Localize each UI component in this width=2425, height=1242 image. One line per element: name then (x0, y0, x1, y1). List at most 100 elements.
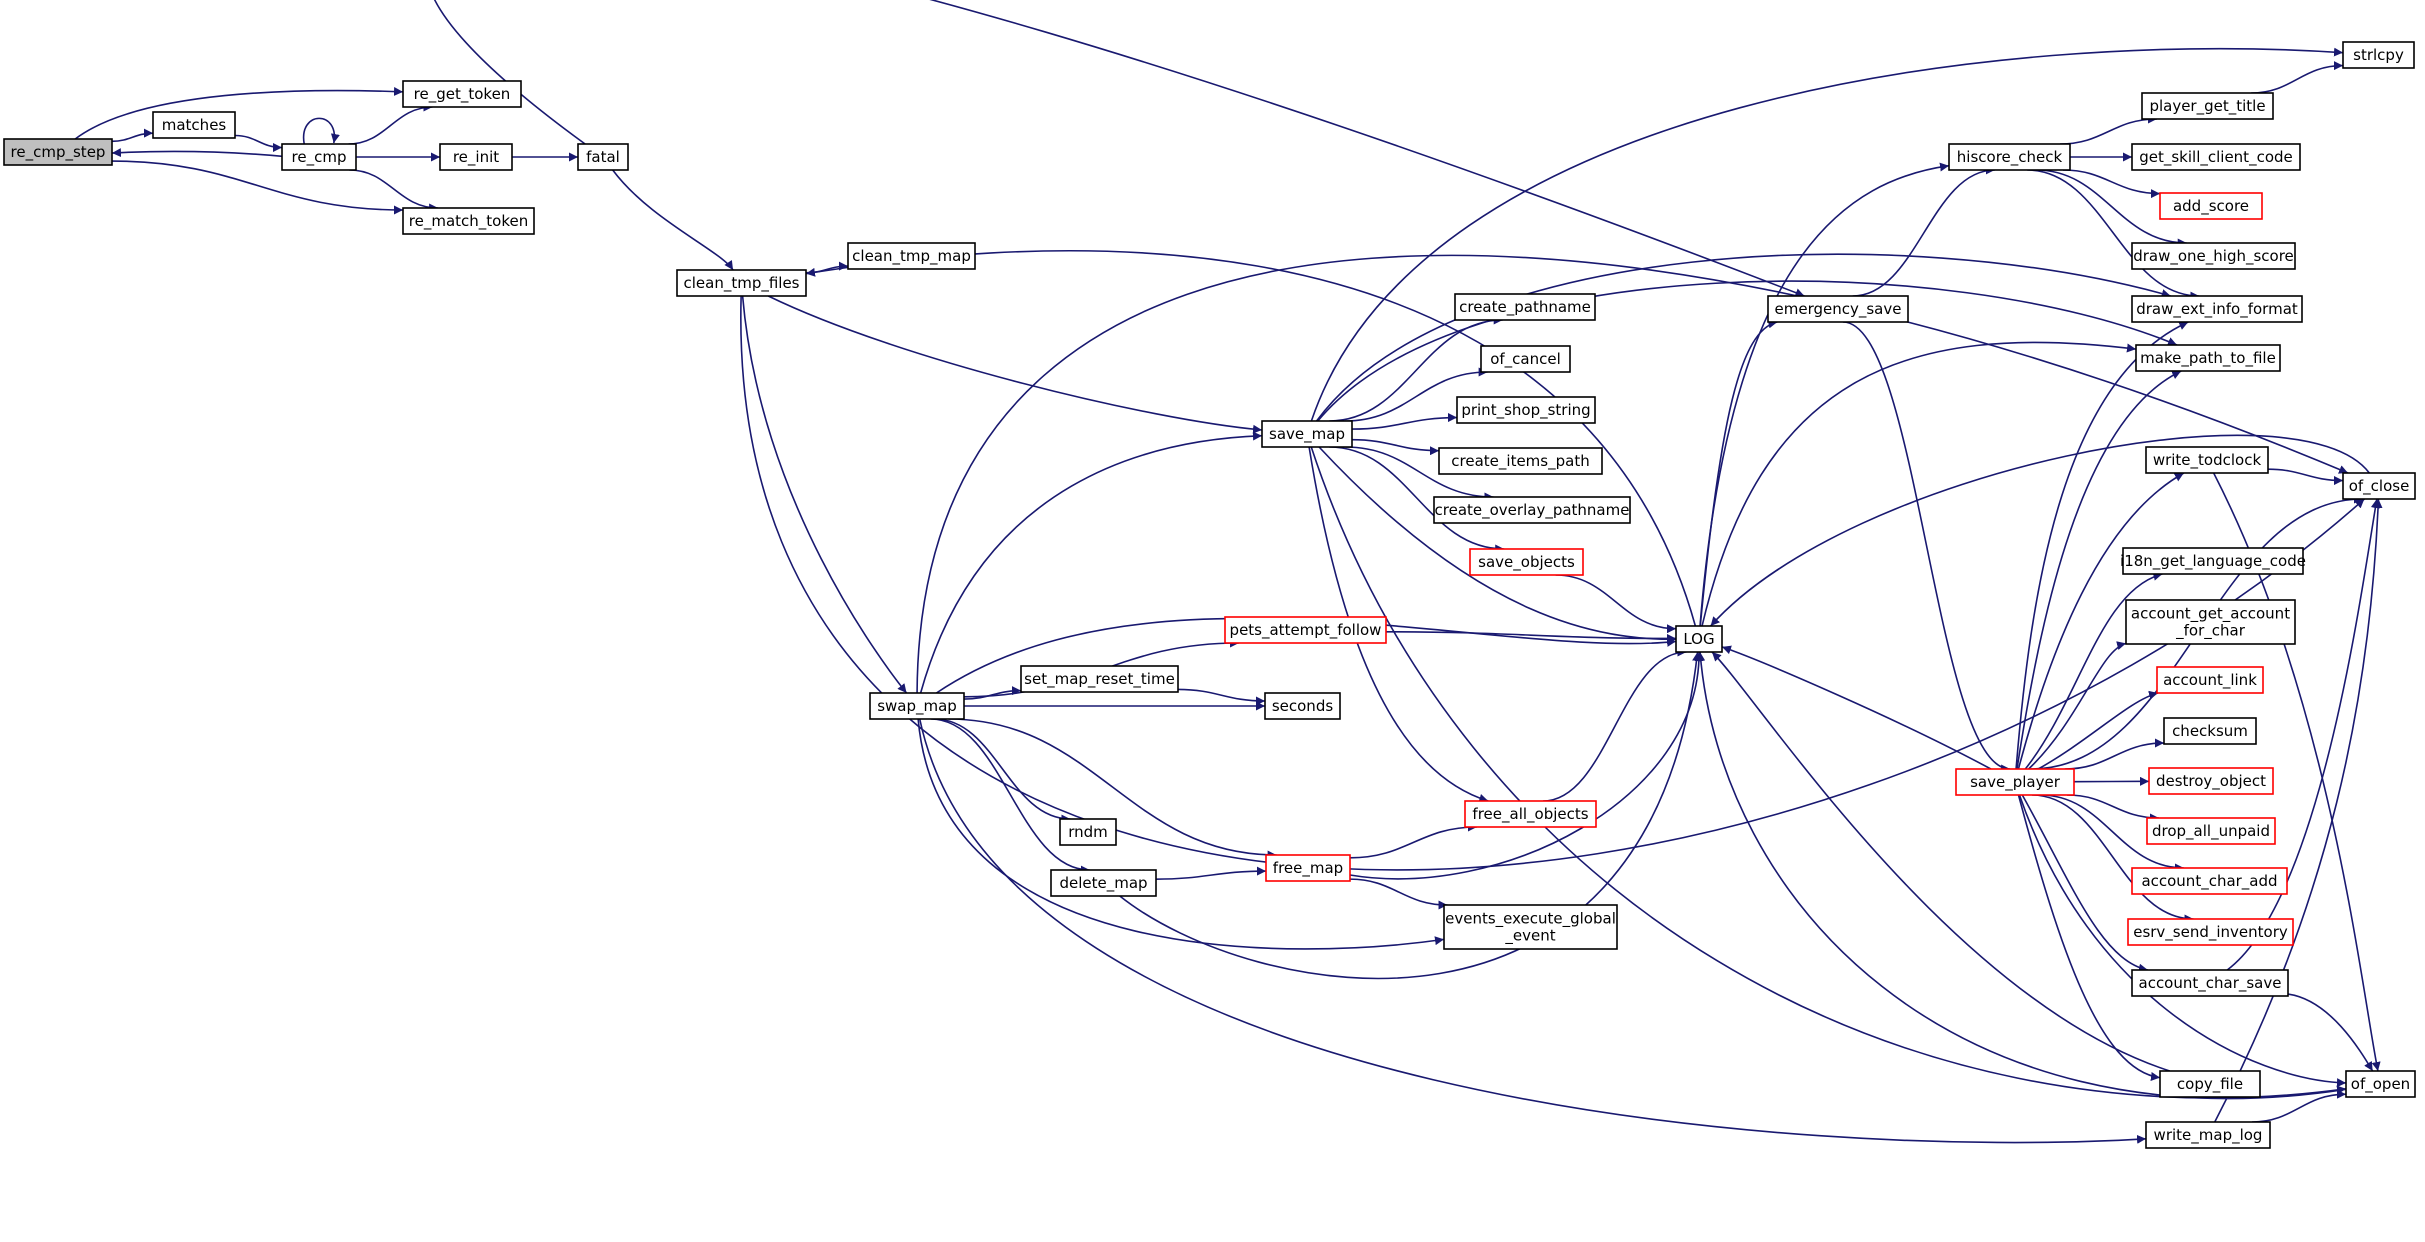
node-box-re_init[interactable] (439, 143, 513, 171)
node-box-re_match_token[interactable] (402, 207, 535, 235)
node-box-write_todclock[interactable] (2145, 446, 2269, 474)
node-box-account_char_save[interactable] (2131, 969, 2289, 997)
node-box-make_path_to_file[interactable] (2135, 344, 2281, 372)
node-print_shop_string[interactable]: print_shop_string (1456, 396, 1596, 424)
node-fatal[interactable]: fatal (577, 143, 629, 171)
node-box-create_items_path[interactable] (1438, 447, 1603, 475)
node-pets_attempt_follow[interactable]: pets_attempt_follow (1224, 616, 1387, 644)
node-box-re_get_token[interactable] (402, 80, 522, 108)
node-create_pathname[interactable]: create_pathname (1454, 293, 1596, 321)
node-box-hiscore_check[interactable] (1948, 143, 2071, 171)
node-delete_map[interactable]: delete_map (1050, 869, 1157, 897)
node-box-set_map_reset_time[interactable] (1020, 665, 1179, 693)
node-box-player_get_title[interactable] (2141, 92, 2274, 120)
node-box-account_char_add[interactable] (2131, 867, 2288, 895)
node-player_get_title[interactable]: player_get_title (2141, 92, 2274, 120)
node-box-print_shop_string[interactable] (1456, 396, 1596, 424)
node-box-save_map[interactable] (1261, 420, 1353, 448)
node-box-of_cancel[interactable] (1480, 345, 1571, 373)
node-drop_all_unpaid[interactable]: drop_all_unpaid (2146, 817, 2276, 845)
node-hiscore_check[interactable]: hiscore_check (1948, 143, 2071, 171)
node-box-of_open[interactable] (2345, 1070, 2416, 1098)
node-of_open[interactable]: of_open (2345, 1070, 2416, 1098)
node-checksum[interactable]: checksum (2163, 717, 2257, 745)
node-box-events_execute_global_event[interactable] (1443, 904, 1618, 950)
node-of_close[interactable]: of_close (2342, 472, 2416, 500)
node-get_skill_client_code[interactable]: get_skill_client_code (2131, 143, 2301, 171)
node-draw_ext_info_format[interactable]: draw_ext_info_format (2131, 295, 2303, 323)
node-box-fatal[interactable] (577, 143, 629, 171)
node-box-i18n_get_language_code[interactable] (2122, 547, 2304, 575)
node-account_get_account_for_char[interactable]: account_get_account_for_char (2125, 599, 2296, 645)
node-box-write_map_log[interactable] (2145, 1121, 2271, 1149)
node-swap_map[interactable]: swap_map (869, 692, 965, 720)
node-box-save_player[interactable] (1955, 768, 2075, 796)
node-destroy_object[interactable]: destroy_object (2148, 767, 2274, 795)
node-box-copy_file[interactable] (2159, 1070, 2261, 1098)
node-account_link[interactable]: account_link (2156, 666, 2264, 694)
node-box-esrv_send_inventory[interactable] (2127, 918, 2294, 946)
node-esrv_send_inventory[interactable]: esrv_send_inventory (2127, 918, 2294, 946)
node-clean_tmp_map[interactable]: clean_tmp_map (847, 242, 976, 270)
node-box-create_overlay_pathname[interactable] (1433, 496, 1631, 524)
node-re_get_token[interactable]: re_get_token (402, 80, 522, 108)
node-box-account_get_account_for_char[interactable] (2125, 599, 2296, 645)
node-set_map_reset_time[interactable]: set_map_reset_time (1020, 665, 1179, 693)
node-write_map_log[interactable]: write_map_log (2145, 1121, 2271, 1149)
node-box-draw_ext_info_format[interactable] (2131, 295, 2303, 323)
node-box-destroy_object[interactable] (2148, 767, 2274, 795)
node-box-emergency_save[interactable] (1767, 295, 1909, 323)
node-save_objects[interactable]: save_objects (1469, 548, 1584, 576)
node-box-checksum[interactable] (2163, 717, 2257, 745)
node-box-clean_tmp_files[interactable] (676, 269, 807, 297)
node-re_cmp_step[interactable]: re_cmp_step (3, 138, 113, 166)
node-rndm[interactable]: rndm (1059, 818, 1117, 846)
node-box-add_score[interactable] (2159, 192, 2263, 220)
node-box-of_close[interactable] (2342, 472, 2416, 500)
node-copy_file[interactable]: copy_file (2159, 1070, 2261, 1098)
node-box-free_all_objects[interactable] (1464, 800, 1597, 828)
node-box-create_pathname[interactable] (1454, 293, 1596, 321)
node-box-strlcpy[interactable] (2342, 41, 2415, 69)
node-box-re_cmp[interactable] (281, 143, 357, 171)
node-account_char_save[interactable]: account_char_save (2131, 969, 2289, 997)
node-box-drop_all_unpaid[interactable] (2146, 817, 2276, 845)
node-seconds[interactable]: seconds (1264, 692, 1341, 720)
node-create_items_path[interactable]: create_items_path (1438, 447, 1603, 475)
node-re_cmp[interactable]: re_cmp (281, 143, 357, 171)
node-box-save_objects[interactable] (1469, 548, 1584, 576)
node-matches[interactable]: matches (152, 111, 236, 139)
node-box-swap_map[interactable] (869, 692, 965, 720)
node-re_match_token[interactable]: re_match_token (402, 207, 535, 235)
node-box-matches[interactable] (152, 111, 236, 139)
node-events_execute_global_event[interactable]: events_execute_global_event (1443, 904, 1618, 950)
node-create_overlay_pathname[interactable]: create_overlay_pathname (1433, 496, 1631, 524)
node-box-get_skill_client_code[interactable] (2131, 143, 2301, 171)
node-box-pets_attempt_follow[interactable] (1224, 616, 1387, 644)
node-box-delete_map[interactable] (1050, 869, 1157, 897)
node-add_score[interactable]: add_score (2159, 192, 2263, 220)
node-free_map[interactable]: free_map (1265, 854, 1351, 882)
node-write_todclock[interactable]: write_todclock (2145, 446, 2269, 474)
node-box-account_link[interactable] (2156, 666, 2264, 694)
node-save_player[interactable]: save_player (1955, 768, 2075, 796)
node-free_all_objects[interactable]: free_all_objects (1464, 800, 1597, 828)
node-emergency_save[interactable]: emergency_save (1767, 295, 1909, 323)
node-box-seconds[interactable] (1264, 692, 1341, 720)
node-box-LOG[interactable] (1675, 625, 1723, 653)
node-LOG[interactable]: LOG (1675, 625, 1723, 653)
node-box-re_cmp_step[interactable] (3, 138, 113, 166)
node-account_char_add[interactable]: account_char_add (2131, 867, 2288, 895)
node-of_cancel[interactable]: of_cancel (1480, 345, 1571, 373)
node-box-free_map[interactable] (1265, 854, 1351, 882)
node-draw_one_high_score[interactable]: draw_one_high_score (2131, 242, 2296, 270)
node-box-draw_one_high_score[interactable] (2131, 242, 2296, 270)
node-i18n_get_language_code[interactable]: i18n_get_language_code (2120, 547, 2306, 575)
node-box-clean_tmp_map[interactable] (847, 242, 976, 270)
node-clean_tmp_files[interactable]: clean_tmp_files (676, 269, 807, 297)
node-strlcpy[interactable]: strlcpy (2342, 41, 2415, 69)
node-make_path_to_file[interactable]: make_path_to_file (2135, 344, 2281, 372)
node-box-rndm[interactable] (1059, 818, 1117, 846)
node-re_init[interactable]: re_init (439, 143, 513, 171)
node-save_map[interactable]: save_map (1261, 420, 1353, 448)
